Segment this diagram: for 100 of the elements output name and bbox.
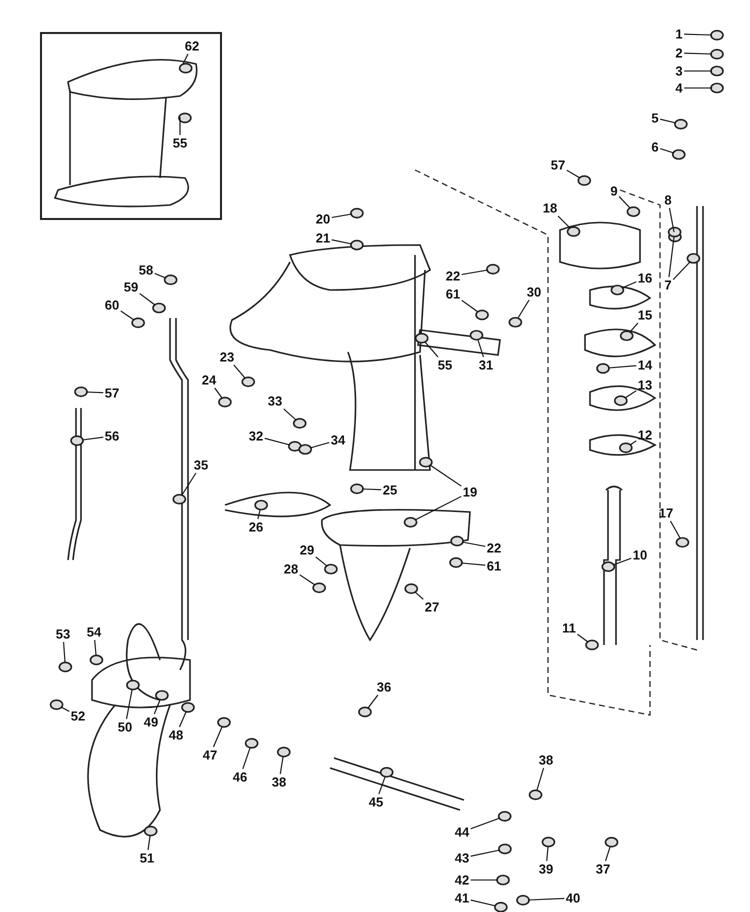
leader-line (622, 281, 636, 288)
callout-number: 10 (632, 548, 648, 562)
leader-line (558, 216, 570, 228)
leader-line (120, 310, 134, 320)
callout-number: 21 (316, 232, 330, 244)
leader-line (470, 817, 500, 830)
leader-line (670, 520, 680, 538)
leader-line (618, 196, 630, 208)
leader-line (264, 438, 290, 446)
callout-number: 24 (202, 374, 216, 386)
callout-number: 14 (638, 358, 652, 372)
callout-number: 61 (486, 560, 502, 572)
callout-number: 23 (220, 350, 234, 364)
callout-number: 30 (526, 286, 542, 298)
callout-number: 37 (596, 862, 610, 876)
leader-line (624, 390, 637, 398)
inset-frame (40, 32, 222, 220)
leader-line (684, 70, 712, 72)
callout-number: 25 (382, 484, 398, 496)
callout-number: 35 (194, 458, 208, 472)
leader-line (612, 558, 632, 566)
leader-line (470, 879, 498, 881)
callout-number: 54 (86, 626, 102, 638)
callout-number: 44 (454, 826, 470, 838)
leader-line (668, 208, 675, 232)
callout-number: 15 (638, 308, 652, 322)
callout-number: 17 (658, 506, 674, 520)
leader-line (470, 900, 496, 907)
callout-number: 1 (675, 28, 683, 40)
leader-line (148, 836, 151, 850)
callout-number: 40 (566, 892, 580, 904)
leader-line (212, 726, 222, 748)
leader-line (660, 118, 676, 124)
callout-number: 22 (446, 270, 460, 282)
leader-line (518, 300, 530, 318)
callout-number: 52 (70, 710, 86, 722)
leader-line (684, 34, 712, 36)
leader-line (462, 269, 488, 276)
callout-number: 36 (376, 680, 392, 694)
leader-line (536, 768, 544, 790)
leader-line (126, 690, 133, 720)
callout-number: 19 (462, 486, 478, 498)
leader-line (378, 776, 386, 794)
callout-number: 43 (454, 852, 470, 864)
leader-line (630, 322, 638, 332)
leader-line (672, 262, 690, 280)
leader-line (182, 472, 196, 496)
callout-number: 33 (268, 394, 282, 408)
callout-number: 61 (446, 288, 460, 300)
leader-line (280, 756, 284, 774)
callout-number: 51 (140, 852, 154, 864)
callout-number: 58 (138, 264, 154, 276)
leader-line (546, 846, 549, 862)
leader-line (60, 706, 70, 712)
leader-line (182, 54, 188, 64)
leader-line (660, 148, 674, 154)
callout-number: 11 (562, 622, 576, 634)
callout-number: 2 (675, 46, 683, 60)
callout-number: 55 (438, 358, 452, 372)
leader-line (63, 642, 66, 662)
callout-number: 62 (184, 40, 200, 52)
callout-number: 46 (232, 770, 248, 784)
leader-line (668, 236, 675, 278)
callout-number: 28 (284, 562, 298, 576)
leader-line (82, 436, 104, 441)
leader-line (424, 342, 438, 358)
callout-number: 6 (651, 140, 659, 154)
callout-number: 45 (368, 796, 384, 808)
callout-number: 20 (316, 212, 330, 226)
leader-line (154, 272, 166, 279)
leader-line (179, 117, 181, 135)
callout-number: 50 (118, 720, 132, 734)
callout-number: 31 (478, 358, 494, 372)
leader-line (242, 748, 251, 770)
callout-number: 42 (454, 874, 470, 886)
callout-number: 12 (638, 428, 652, 442)
leader-line (283, 408, 296, 420)
callout-number: 32 (248, 430, 264, 442)
callout-number: 55 (172, 136, 188, 150)
leader-line (299, 574, 316, 586)
leader-line (233, 364, 246, 378)
leader-line (178, 712, 186, 728)
leader-line (528, 898, 564, 901)
callout-number: 56 (104, 430, 120, 442)
leader-line (310, 442, 330, 449)
callout-number: 60 (104, 298, 120, 312)
leader-line (86, 391, 104, 394)
callout-number: 49 (144, 716, 158, 728)
leader-line (461, 300, 478, 312)
leader-line (462, 541, 486, 547)
callout-number: 38 (538, 754, 554, 766)
leader-line (94, 640, 97, 656)
leader-line (257, 510, 261, 520)
callout-number: 26 (248, 520, 264, 534)
leader-line (368, 694, 378, 708)
callout-number: 5 (651, 112, 659, 124)
callout-number: 13 (638, 378, 652, 392)
leader-line (608, 365, 636, 369)
leader-line (684, 87, 712, 89)
leader-line (577, 634, 588, 642)
